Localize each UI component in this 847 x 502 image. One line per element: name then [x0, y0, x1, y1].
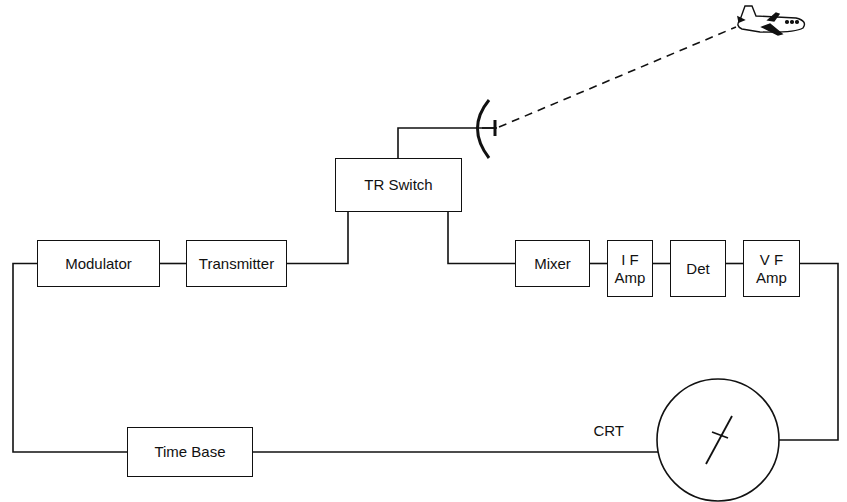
antenna-boom	[482, 127, 497, 129]
signal-wire	[590, 263, 607, 265]
block-label: TR Switch	[364, 176, 432, 193]
time-base-box: Time Base	[127, 427, 253, 477]
antenna-dish	[478, 100, 490, 158]
crt-outline	[656, 378, 780, 502]
signal-wire	[287, 212, 348, 264]
signal-wire	[160, 263, 186, 265]
tr-switch-box: TR Switch	[335, 158, 462, 212]
block-label: Modulator	[65, 255, 132, 272]
signal-wire	[448, 212, 515, 264]
signal-wire	[653, 263, 670, 265]
signal-wire	[726, 263, 743, 265]
modulator-box: Modulator	[37, 240, 160, 287]
crt-trace	[706, 416, 732, 464]
crt-screen	[657, 379, 779, 501]
block-label: Transmitter	[199, 255, 274, 272]
radar-beam	[499, 27, 736, 127]
block-label: Time Base	[154, 443, 225, 460]
crt-display: CRT	[656, 378, 780, 502]
signal-wire	[13, 264, 127, 453]
mixer-box: Mixer	[515, 240, 590, 287]
if-amplifier-box: I F Amp	[607, 240, 653, 297]
signal-wire	[253, 451, 658, 453]
detector-box: Det	[670, 240, 726, 297]
block-label: Det	[686, 260, 709, 277]
block-label: I F Amp	[612, 251, 648, 286]
vf-amplifier-box: V F Amp	[743, 240, 800, 297]
display-label: CRT	[593, 422, 624, 439]
block-label: Mixer	[534, 255, 571, 272]
block-label: V F Amp	[748, 251, 795, 286]
crt-echo-blip	[712, 432, 728, 438]
transmitter-box: Transmitter	[186, 240, 287, 287]
airplane	[738, 6, 805, 35]
